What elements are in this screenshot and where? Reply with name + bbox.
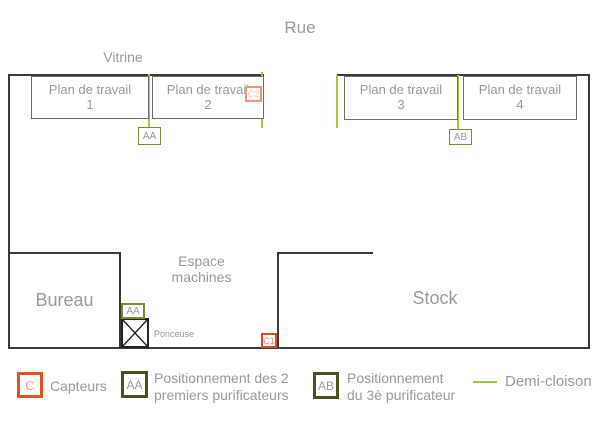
workbench-2-label: Plan de travail: [166, 81, 250, 97]
marker-aa-bureau-label: AA: [126, 305, 140, 317]
workbench-4: Plan de travail 4: [463, 76, 577, 120]
workbench-4-number: 4: [516, 97, 524, 112]
wall-top-left: [8, 74, 264, 76]
legend-ab-label-line2: du 3è purificateur: [347, 386, 456, 403]
workbench-3: Plan de travail 3: [344, 76, 458, 120]
workbench-4-label: Plan de travail: [478, 82, 562, 98]
vitrine-label: Vitrine: [103, 49, 143, 65]
room-stock-label: Stock: [412, 288, 458, 308]
workbench-3-label: Plan de travail: [359, 82, 443, 98]
workbench-1: Plan de travail 1: [31, 76, 149, 119]
legend-aa-label-line1: Positionnement des 2: [154, 370, 289, 386]
stock-partition-horizontal: [277, 252, 373, 254]
demi-cloison-line-1: [148, 74, 150, 127]
legend-aa-label: Positionnement des 2 premiers purificate…: [154, 370, 289, 403]
sensor-c2-badge: C2: [245, 86, 262, 102]
legend-ab-symbol: AB: [313, 372, 339, 399]
legend-aa-label-line2: premiers purificateurs: [154, 386, 289, 403]
workbench-1-number: 1: [86, 96, 94, 112]
legend-ab-symbol-text: AB: [317, 378, 334, 393]
wall-top-right: [337, 74, 590, 76]
marker-aa-workbench-label: AA: [142, 130, 157, 142]
legend-aa-symbol: AA: [121, 371, 148, 398]
ponceuse-label: Ponceuse: [154, 329, 195, 339]
legend-demi-cloison-line: [473, 381, 497, 383]
stock-partition-vertical: [277, 252, 279, 348]
workbench-3-number: 3: [397, 97, 405, 112]
sensor-c2-label: C2: [247, 89, 260, 99]
sensor-c1-badge: C1: [261, 333, 277, 348]
sensor-c1-label: C1: [263, 335, 275, 346]
workbench-2-number: 2: [204, 96, 212, 112]
ponceuse-machine: [121, 318, 149, 348]
street-label: Rue: [284, 18, 316, 37]
wall-right: [588, 74, 590, 349]
marker-ab-workbench-label: AB: [453, 131, 468, 143]
room-bureau-label: Bureau: [35, 290, 94, 310]
legend-capteurs-label: Capteurs: [50, 378, 107, 394]
crossed-box-icon: [121, 318, 149, 348]
espace-machines-line2: machines: [171, 269, 232, 285]
demi-cloison-line-4: [457, 75, 459, 130]
room-espace-machines-label: Espace machines: [164, 253, 239, 285]
marker-aa-bureau: AA: [121, 303, 145, 319]
legend-ab-label: Positionnement du 3è purificateur: [347, 370, 455, 403]
legend-aa-symbol-text: AA: [126, 377, 143, 392]
legend-capteurs-symbol: C: [17, 372, 43, 398]
demi-cloison-line-3: [336, 75, 338, 128]
room-bureau: Bureau: [8, 252, 121, 349]
espace-machines-line1: Espace: [178, 253, 225, 269]
legend-ab-label-line1: Positionnement: [347, 370, 444, 386]
wall-left: [8, 74, 10, 349]
workbench-1-label: Plan de travail: [48, 81, 132, 97]
legend-demi-cloison-label: Demi-cloison: [505, 373, 592, 390]
legend-capteurs-symbol-text: C: [25, 377, 35, 393]
marker-aa-workbench: AA: [138, 127, 161, 145]
wall-bottom: [8, 347, 590, 349]
marker-ab-workbench: AB: [449, 129, 472, 145]
